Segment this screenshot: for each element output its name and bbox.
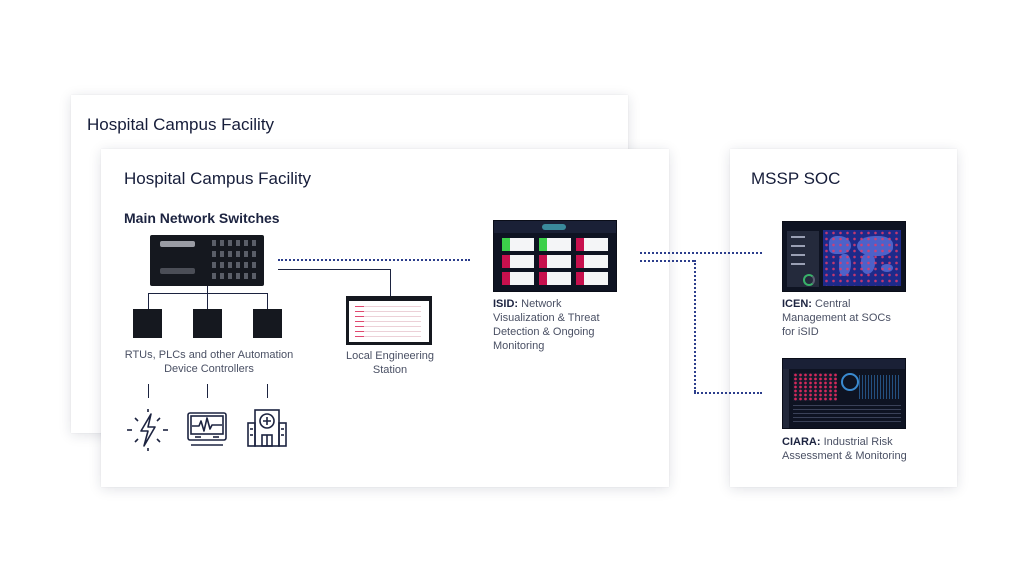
station-connector-horizontal xyxy=(278,269,390,270)
isid-to-ciara-connector-bottom xyxy=(694,392,762,394)
switch-slot-bar xyxy=(160,268,195,274)
isid-to-ciara-connector-top xyxy=(640,260,694,262)
icen-name: ICEN: xyxy=(782,298,812,310)
switch-led-bar xyxy=(160,241,195,247)
local-engineering-station[interactable] xyxy=(346,296,432,345)
power-icon xyxy=(127,409,168,451)
main-network-switches-label: Main Network Switches xyxy=(124,210,280,226)
isid-status-tile xyxy=(576,238,608,251)
isid-status-marker xyxy=(576,255,584,268)
isid-dashboard-screen[interactable] xyxy=(493,220,617,292)
drop-line-3 xyxy=(267,384,268,398)
ciara-table xyxy=(793,405,901,424)
hospital-building-icon xyxy=(247,409,287,447)
switch-to-isid-connector xyxy=(278,259,470,261)
isid-status-tile xyxy=(576,255,608,268)
back-facility-title: Hospital Campus Facility xyxy=(87,115,275,134)
ciara-sidebar xyxy=(783,369,789,428)
front-facility-card: Hospital Campus Facility Main Network Sw… xyxy=(101,149,669,487)
isid-status-tile xyxy=(502,255,534,268)
isid-status-tile xyxy=(539,238,571,251)
isid-status-marker xyxy=(502,238,510,251)
isid-status-tile xyxy=(539,255,571,268)
tree-branch-3 xyxy=(267,293,268,309)
isid-status-marker xyxy=(502,272,510,285)
front-facility-title: Hospital Campus Facility xyxy=(124,169,312,188)
ciara-dashboard-screen[interactable] xyxy=(782,358,906,429)
icen-sidebar-lines xyxy=(791,236,805,270)
icen-caption: ICEN: Central Management at SOCs for iSI… xyxy=(782,297,902,339)
isid-status-marker xyxy=(502,255,510,268)
ciara-heatmap xyxy=(793,373,837,401)
ciara-name: CIARA: xyxy=(782,436,821,448)
station-screen-accents xyxy=(355,306,364,339)
icen-description: Central Management at SOCs for iSID xyxy=(782,298,891,338)
isid-status-tile xyxy=(539,272,571,285)
network-switch[interactable] xyxy=(150,235,264,286)
icen-world-map xyxy=(823,230,901,286)
tree-stem xyxy=(207,286,208,294)
isid-status-grid xyxy=(502,238,608,285)
ciara-description: Industrial Risk Assessment & Monitoring xyxy=(782,436,907,462)
controller-device-3[interactable] xyxy=(253,309,282,338)
station-screen-lines xyxy=(355,306,421,339)
tree-branch-2 xyxy=(207,293,208,309)
switch-ports xyxy=(212,240,258,282)
engineering-station-label: Local Engineering Station xyxy=(345,350,435,376)
isid-status-tile xyxy=(502,238,534,251)
controller-device-1[interactable] xyxy=(133,309,162,338)
icen-map-screen[interactable] xyxy=(782,221,906,292)
icen-chart-ring xyxy=(803,274,815,286)
isid-status-marker xyxy=(539,272,547,285)
isid-status-marker xyxy=(576,238,584,251)
ciara-chart-line xyxy=(859,375,901,399)
isid-status-tile xyxy=(576,272,608,285)
mssp-soc-title: MSSP SOC xyxy=(751,169,841,188)
drop-line-2 xyxy=(207,384,208,398)
ciara-globe xyxy=(841,373,859,391)
tree-branch-1 xyxy=(148,293,149,309)
isid-to-ciara-connector-vertical xyxy=(694,260,696,392)
controller-device-2[interactable] xyxy=(193,309,222,338)
mssp-soc-card: MSSP SOC ICEN: Central Management at SOC… xyxy=(730,149,957,487)
isid-logo xyxy=(542,224,566,230)
isid-description: Network Visualization & Threat Detection… xyxy=(493,298,600,352)
isid-status-marker xyxy=(539,238,547,251)
station-connector-vertical xyxy=(390,269,391,296)
controllers-label: RTUs, PLCs and other Automation Device C… xyxy=(124,349,294,375)
isid-status-marker xyxy=(539,255,547,268)
isid-to-icen-connector xyxy=(640,252,762,254)
isid-status-marker xyxy=(576,272,584,285)
ciara-topbar xyxy=(783,359,905,369)
drop-line-1 xyxy=(148,384,149,398)
isid-name: ISID: xyxy=(493,298,519,310)
isid-status-tile xyxy=(502,272,534,285)
monitor-waveform-icon xyxy=(187,412,227,446)
isid-caption: ISID: Network Visualization & Threat Det… xyxy=(493,297,623,353)
ciara-caption: CIARA: Industrial Risk Assessment & Moni… xyxy=(782,435,932,463)
